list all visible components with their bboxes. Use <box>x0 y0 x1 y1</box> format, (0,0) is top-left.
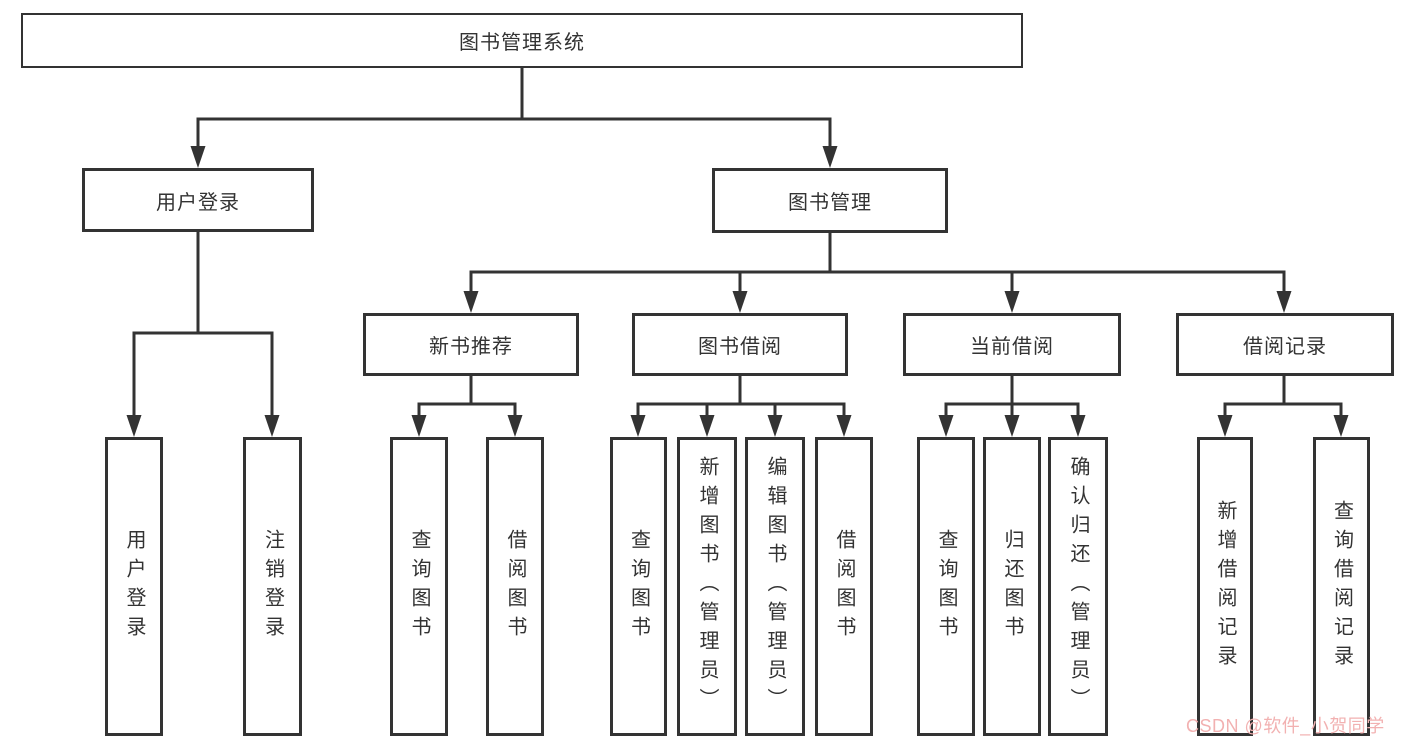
watermark: CSDN @软件_小贺同学 <box>1186 716 1385 736</box>
node-branch-user-login-label: 用户登录 <box>156 191 240 214</box>
arrowhead-icons <box>126 146 1349 437</box>
node-section-new-book-rec-label: 新书推荐 <box>429 336 513 358</box>
node-section-borrow-records-label: 借阅记录 <box>1243 336 1327 358</box>
node-leaf-borrow-books-2: 借阅图书 <box>815 437 873 736</box>
node-section-current-borrow: 当前借阅 <box>903 313 1121 376</box>
node-leaf-return-books: 归还图书 <box>983 437 1041 736</box>
node-section-book-borrow-label: 图书借阅 <box>698 336 782 358</box>
node-leaf-query-books-3: 查询图书 <box>917 437 975 736</box>
node-leaf-query-books-1: 查询图书 <box>390 437 448 736</box>
node-leaf-logout: 注销登录 <box>243 437 302 736</box>
node-leaf-query-books-2: 查询图书 <box>610 437 667 736</box>
node-leaf-add-borrow-record: 新增借阅记录 <box>1197 437 1253 736</box>
node-branch-book-mgmt-label: 图书管理 <box>788 192 872 214</box>
node-branch-book-mgmt: 图书管理 <box>712 168 948 233</box>
node-section-current-borrow-label: 当前借阅 <box>970 336 1054 358</box>
node-leaf-borrow-books-1: 借阅图书 <box>486 437 544 736</box>
node-section-new-book-rec: 新书推荐 <box>363 313 579 376</box>
node-root: 图书管理系统 <box>21 13 1023 68</box>
node-section-borrow-records: 借阅记录 <box>1176 313 1394 376</box>
node-leaf-confirm-return-admin: 确认归还（管理员） <box>1048 437 1108 736</box>
node-leaf-query-borrow-record: 查询借阅记录 <box>1313 437 1370 736</box>
node-leaf-add-books-admin: 新增图书（管理员） <box>677 437 737 736</box>
node-leaf-edit-books-admin: 编辑图书（管理员） <box>745 437 805 736</box>
node-root-label: 图书管理系统 <box>459 32 585 54</box>
node-leaf-user-login: 用户登录 <box>105 437 163 736</box>
node-branch-user-login: 用户登录 <box>82 168 314 232</box>
node-section-book-borrow: 图书借阅 <box>632 313 848 376</box>
